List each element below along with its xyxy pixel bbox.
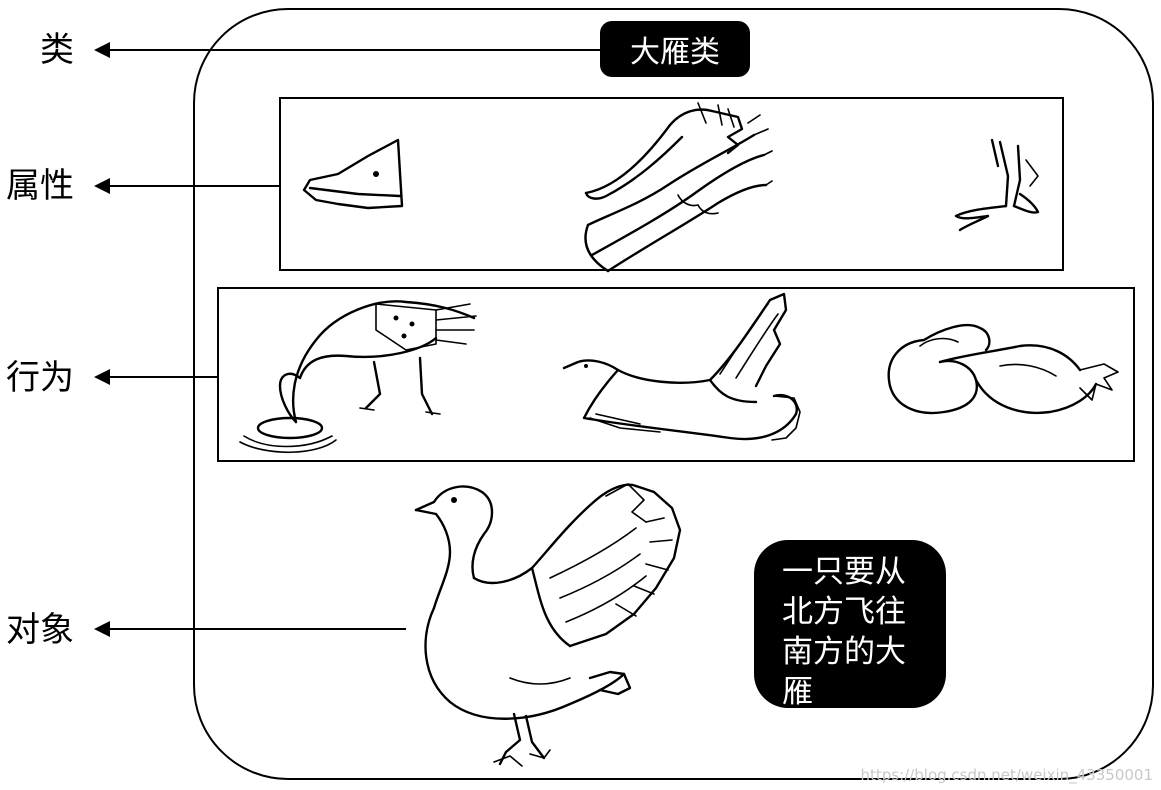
goose-eating-icon: [236, 290, 482, 456]
beak-icon: [298, 134, 413, 216]
label-attributes: 属性: [6, 166, 74, 206]
foot-icon: [948, 136, 1048, 232]
label-class: 类: [40, 30, 74, 70]
goose-sleeping-icon: [880, 316, 1124, 424]
wing-icon: [578, 95, 774, 273]
watermark: https://blog.csdn.net/weixin_43350001: [860, 766, 1153, 784]
goose-icon: [410, 478, 690, 772]
label-object: 对象: [6, 610, 74, 650]
class-name-badge: 大雁类: [600, 21, 750, 77]
object-note: 一只要从北方飞往南方的大雁: [754, 540, 946, 708]
label-behaviors: 行为: [6, 358, 74, 398]
goose-flying-icon: [560, 290, 804, 448]
